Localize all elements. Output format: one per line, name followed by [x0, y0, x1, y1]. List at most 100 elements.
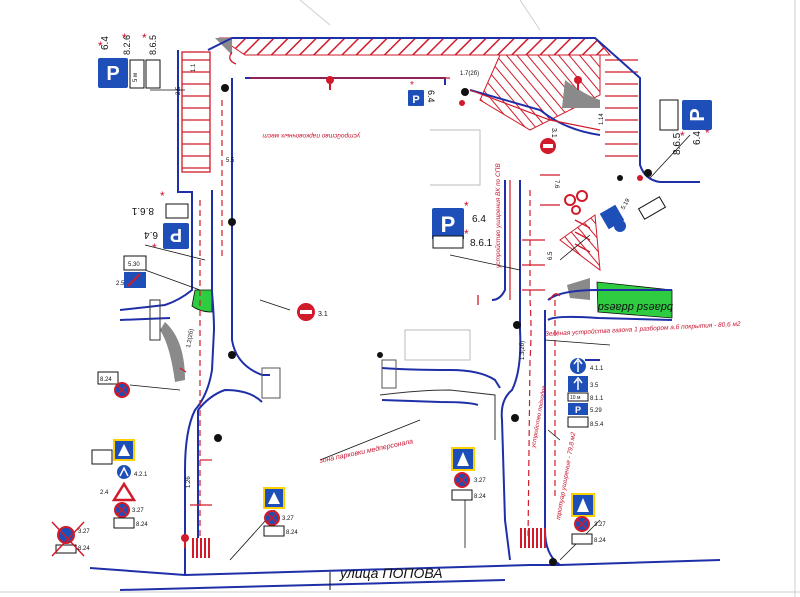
poles	[214, 84, 652, 566]
svg-text:8.24: 8.24	[78, 546, 90, 552]
svg-text:8.6.1: 8.6.1	[131, 205, 154, 216]
svg-text:*: *	[142, 31, 147, 45]
svg-text:6.4: 6.4	[426, 90, 436, 103]
sign-cluster-right: 5.19	[599, 196, 667, 232]
top-hatched-strip	[218, 37, 612, 56]
red-arrow-markers	[179, 51, 561, 373]
svg-text:*: *	[152, 241, 157, 255]
svg-text:2.5: 2.5	[176, 86, 182, 95]
svg-text:5 м: 5 м	[133, 73, 139, 82]
crosswalks	[190, 528, 546, 558]
svg-text:8.6.1: 8.6.1	[470, 238, 493, 249]
side-road-label: bdaesd ddaesd	[597, 301, 673, 313]
left-small-signs: 5.30 2.5	[116, 255, 147, 288]
marking-codes: 1.7(2б) 1.1 1.2(2б) 1.14 5.5 2.5 1.3(2б)…	[176, 63, 605, 488]
svg-text:P: P	[687, 108, 709, 121]
gray-corner-1	[562, 80, 600, 108]
lawn-left	[191, 289, 213, 313]
parking-stalls-left	[181, 51, 211, 173]
building-fragments	[149, 129, 496, 440]
svg-text:3.1: 3.1	[550, 128, 557, 138]
lawn-note: Зелёная устройства газона 1 разбором а.б…	[545, 320, 741, 338]
svg-text:8.5.4: 8.5.4	[590, 422, 604, 428]
svg-text:8.1.1: 8.1.1	[590, 396, 604, 402]
svg-text:10 м: 10 м	[570, 395, 581, 401]
svg-text:P: P	[412, 94, 419, 106]
svg-text:*: *	[410, 80, 414, 91]
hatched-zones	[160, 37, 612, 382]
svg-text:1.2(2б): 1.2(2б)	[186, 328, 195, 348]
svg-text:*: *	[680, 129, 685, 143]
sign-stack-bottom-right: 3.27 8.24	[571, 493, 606, 545]
diagonal-hatched-strip	[479, 54, 601, 131]
crosswalk-left	[190, 538, 212, 558]
svg-text:2.4: 2.4	[100, 490, 109, 496]
svg-text:3.27: 3.27	[78, 529, 90, 535]
svg-text:1.14: 1.14	[599, 113, 605, 125]
svg-text:4.2.1: 4.2.1	[134, 472, 148, 478]
parking-sign-left: P 8.6.1 6.4 * *	[131, 189, 189, 255]
gray-island-left	[160, 322, 185, 382]
sign-stack-bottom-left: 3.27 8.24	[263, 487, 298, 537]
svg-text:3.27: 3.27	[132, 508, 144, 514]
parking-sign-top-left: P 5 м 6.4 8.2.6 8.6.5 * * *	[98, 31, 161, 89]
svg-text:1.3(2б): 1.3(2б)	[520, 341, 526, 360]
svg-text:6.5: 6.5	[548, 251, 554, 260]
svg-text:3.5: 3.5	[590, 383, 599, 389]
svg-text:8.24: 8.24	[136, 522, 148, 528]
svg-text:*: *	[464, 199, 469, 213]
svg-text:6.4: 6.4	[100, 36, 111, 50]
svg-text:3.1: 3.1	[318, 311, 328, 318]
svg-text:8.2.6: 8.2.6	[122, 35, 132, 55]
svg-text:*: *	[98, 39, 103, 53]
svg-text:8.6.5: 8.6.5	[672, 132, 683, 155]
svg-text:P: P	[170, 225, 182, 245]
svg-text:1.1: 1.1	[191, 63, 197, 72]
svg-text:P: P	[441, 212, 456, 237]
svg-text:6.4: 6.4	[472, 214, 486, 225]
svg-text:1.26: 1.26	[186, 476, 192, 488]
svg-text:8.24: 8.24	[286, 530, 298, 536]
sign-stack-bottom-center: 3.27 8.24	[451, 447, 486, 501]
sign-stack-left: 4.2.1 2.4 3.27 8.24	[91, 439, 148, 529]
right-hatched-triangle	[559, 214, 601, 272]
svg-text:5.19: 5.19	[621, 197, 632, 211]
svg-text:P: P	[575, 405, 581, 415]
svg-text:*: *	[464, 227, 469, 241]
crosswalk-right	[520, 528, 546, 548]
gray-island-right	[567, 278, 590, 300]
sign-stack-right: 4.1.1 3.5 10 м 8.1.1 P 5.29 8.5.4	[567, 357, 604, 428]
svg-text:2.5: 2.5	[116, 281, 125, 287]
no-stopping-left-1: 8.24	[97, 371, 130, 398]
svg-text:5.29: 5.29	[590, 408, 602, 414]
svg-text:8.24: 8.24	[100, 377, 112, 383]
parking-p-letter: P	[106, 63, 119, 85]
parking-sign-right: P 6.4 8.6.5 * *	[659, 99, 712, 155]
svg-text:1.7(2б): 1.7(2б)	[460, 71, 479, 77]
red-markers	[181, 76, 643, 548]
proposed-parking-note: устройство парковочных мест	[262, 132, 361, 140]
svg-text:*: *	[122, 31, 127, 45]
svg-text:5.30: 5.30	[128, 262, 140, 268]
svg-text:4.1.1: 4.1.1	[590, 366, 604, 372]
svg-text:8.24: 8.24	[474, 494, 486, 500]
svg-text:3.27: 3.27	[474, 478, 486, 484]
svg-text:7.6: 7.6	[553, 180, 559, 189]
svg-text:8.24: 8.24	[594, 538, 606, 544]
parking-sign-center: P 6.4 8.6.1 * *	[432, 199, 493, 249]
red-markings	[190, 77, 601, 541]
svg-text:5.5: 5.5	[226, 158, 235, 164]
street-label: улица ПОПОВА	[339, 565, 443, 581]
gray-corner-2	[215, 38, 232, 55]
svg-text:*: *	[705, 126, 710, 140]
svg-text:8.6.5: 8.6.5	[148, 35, 158, 55]
note-center: устройство уширения ВК по СПВ	[494, 163, 502, 269]
svg-text:*: *	[160, 189, 165, 203]
parking-sign-small-top: P 6.4 *	[408, 80, 436, 106]
svg-text:6.4: 6.4	[692, 131, 703, 145]
no-entry-sign-2: 3.1	[540, 128, 557, 154]
svg-text:6.4: 6.4	[144, 229, 158, 240]
svg-text:3.27: 3.27	[282, 516, 294, 522]
